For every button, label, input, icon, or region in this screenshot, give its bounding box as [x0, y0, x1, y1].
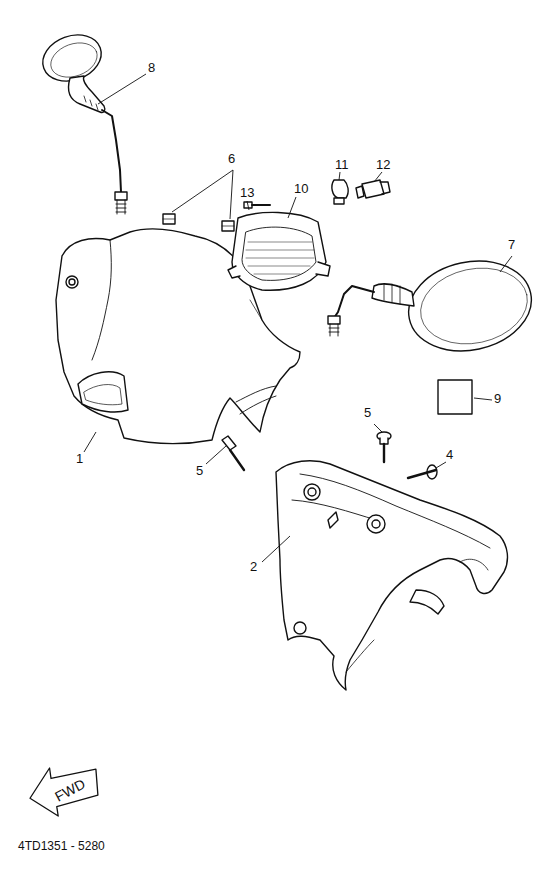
bulb: [332, 180, 348, 204]
left-mirror: [36, 27, 127, 214]
callout-number: 9: [494, 392, 501, 405]
callout-number: 13: [240, 186, 254, 199]
rear-handlebar-cover: [276, 461, 507, 690]
leader-lines: [84, 74, 512, 562]
callout-number: 7: [508, 238, 515, 251]
position-light: [228, 212, 330, 290]
callout-number: 5: [196, 464, 203, 477]
drawing-code: 4TD1351 - 5280: [18, 840, 105, 852]
callout-number: 12: [376, 158, 390, 171]
callout-number: 5: [364, 406, 371, 419]
callout-number: 8: [148, 61, 155, 74]
screw: [377, 432, 391, 462]
callout-number: 4: [446, 448, 453, 461]
clip-nuts: [163, 214, 234, 231]
callout-number: 11: [335, 158, 349, 171]
callout-number: 6: [228, 152, 235, 165]
bulb-socket: [356, 180, 390, 198]
right-mirror: [328, 250, 540, 362]
label-sticker: [438, 380, 472, 414]
callout-number: 1: [76, 452, 83, 465]
screw: [222, 436, 244, 470]
callout-number: 2: [250, 560, 257, 573]
callout-number: 10: [294, 182, 308, 195]
forward-arrow: FWD: [28, 766, 100, 818]
screw: [408, 465, 437, 479]
